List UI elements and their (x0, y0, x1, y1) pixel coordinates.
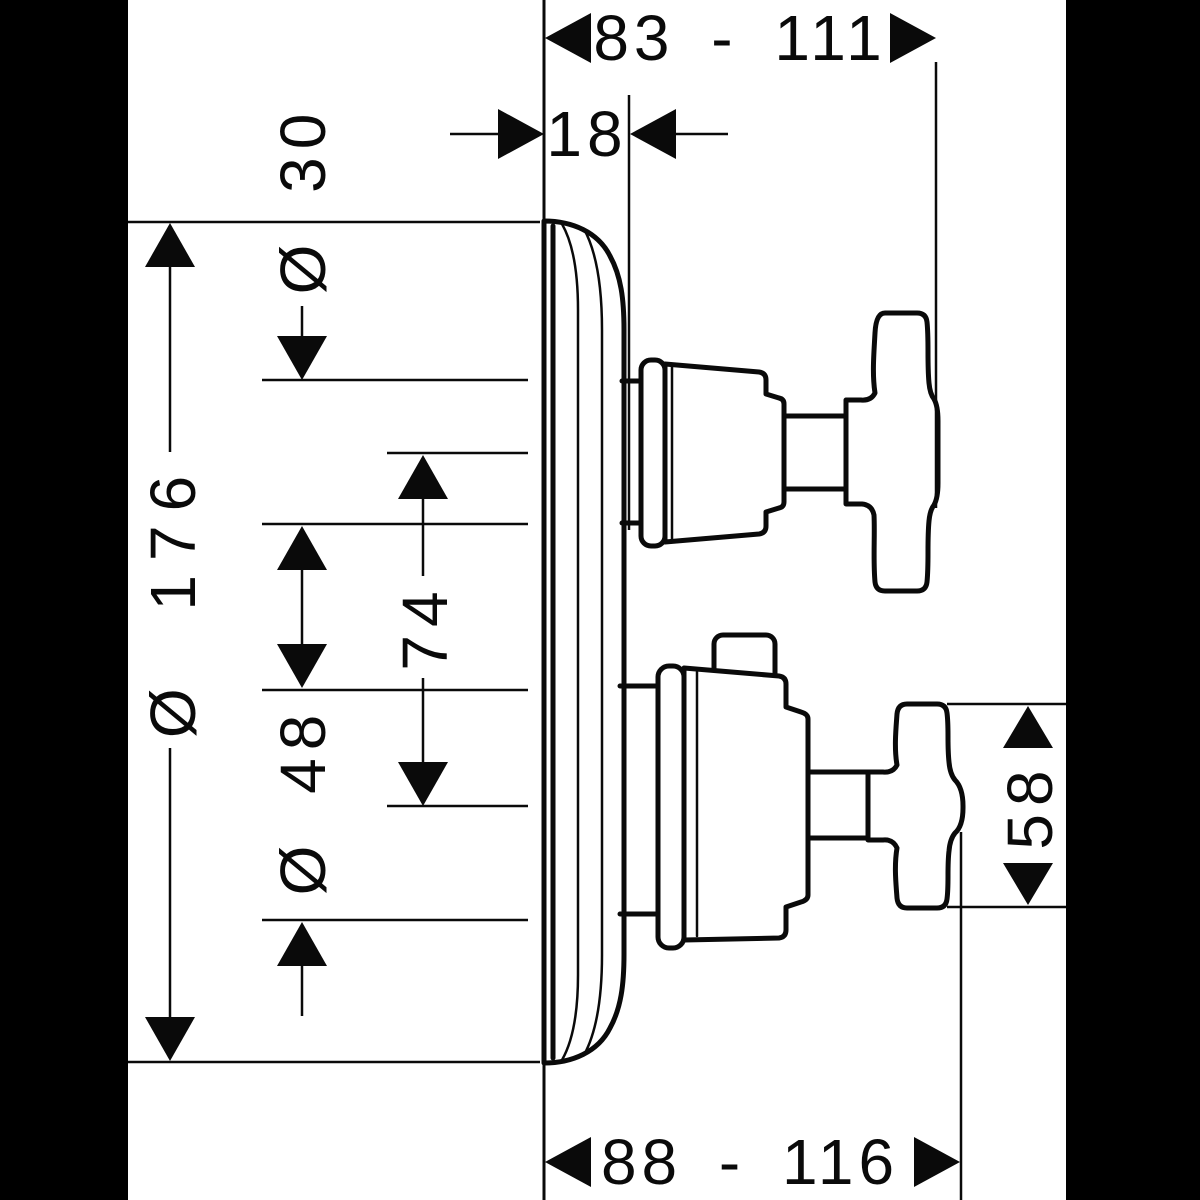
arrowhead-48-top (277, 644, 327, 688)
lower-sleeve-rim (655, 663, 687, 951)
plate-contour-2 (582, 227, 604, 1057)
dim-label-plate-diameter: Ø 176 (137, 461, 209, 739)
dim-label-lower-hub-diameter: Ø 48 (267, 706, 339, 896)
arrowhead-18-left (498, 109, 544, 159)
dim-label-upper-hub-diameter: Ø 30 (267, 105, 339, 295)
arrowhead-58-top (1003, 706, 1053, 748)
arrowhead-58-bottom (1003, 863, 1053, 905)
arrowhead-176-bottom (145, 1017, 195, 1061)
arrowhead-74-top (398, 455, 448, 499)
dim-label-handle-axis-spacing: 74 (389, 583, 461, 671)
dim-label-mount-depth-top: 83 - 111 (593, 2, 887, 74)
lower-stem (805, 769, 871, 841)
arrowhead-88-left (545, 1137, 591, 1187)
dim-label-plate-depth: 18 (546, 98, 628, 170)
upper-cross-handle (843, 310, 941, 594)
escutcheon-plate (541, 218, 627, 1066)
upper-valve-handle (619, 310, 941, 594)
dimension-lines (128, 0, 1066, 1200)
lower-thermostat-handle (617, 632, 966, 951)
arrowhead-18-right (630, 109, 676, 159)
arrowhead-74-bottom (398, 762, 448, 806)
dim-label-mount-depth-bottom: 88 - 116 (600, 1126, 900, 1198)
upper-sleeve-body (662, 361, 787, 545)
arrowhead-176-top (145, 223, 195, 267)
arrowhead-30-bottom (277, 526, 327, 570)
plate-outline (541, 218, 627, 1066)
arrowhead-30-top (277, 336, 327, 380)
arrowhead-83-right (890, 13, 936, 63)
left-pillarbox-bar (0, 0, 128, 1200)
plate-contour-1 (560, 222, 580, 1062)
arrowhead-88-right (914, 1137, 960, 1187)
dim-label-lower-handle-height: 58 (994, 762, 1066, 850)
right-pillarbox-bar (1066, 0, 1200, 1200)
arrowhead-83-left (545, 13, 591, 63)
lower-sleeve-body (681, 665, 811, 943)
upper-stem (781, 413, 849, 492)
arrowhead-48-bottom (277, 922, 327, 966)
lower-cross-handle (865, 701, 966, 911)
upper-sleeve-rim (638, 357, 668, 549)
